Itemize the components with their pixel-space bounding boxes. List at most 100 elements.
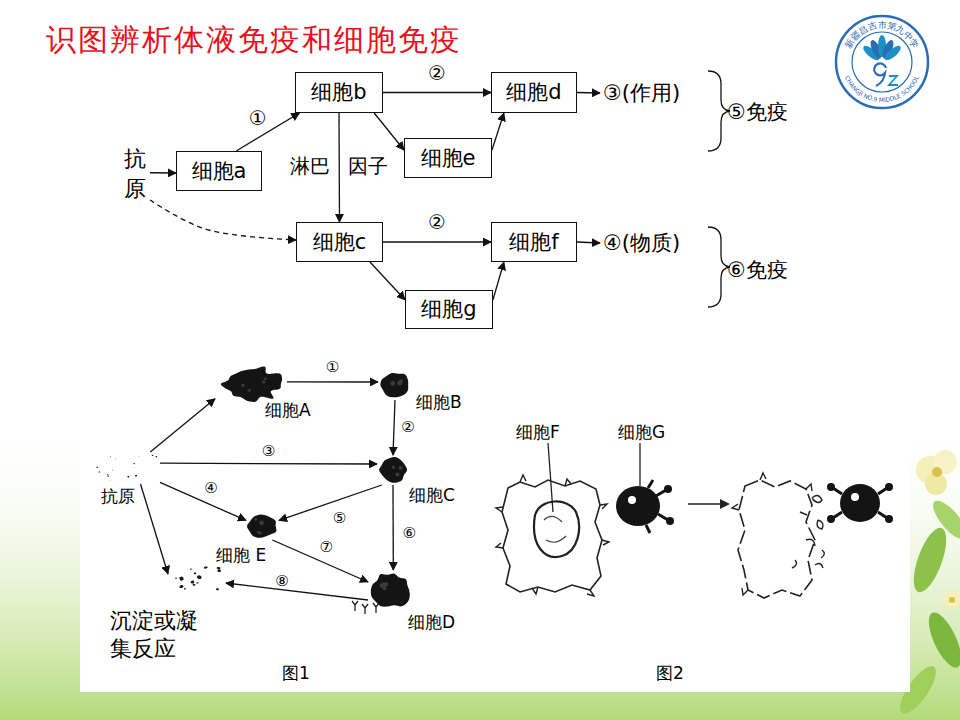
cell-texture — [241, 383, 244, 386]
flow-arrow — [160, 463, 377, 465]
particle — [134, 467, 136, 468]
step-number: ② — [428, 209, 446, 235]
flow-arrow — [577, 242, 600, 243]
figure-panel — [80, 349, 910, 692]
logo-mark — [874, 63, 886, 86]
particle — [112, 469, 113, 471]
cell-spikes — [732, 473, 812, 595]
process-arrow — [688, 503, 722, 504]
cell-texture — [262, 380, 265, 383]
particle — [217, 569, 221, 572]
particle — [184, 588, 186, 590]
cell-label: 细胞F — [516, 421, 560, 443]
cell-name: 细胞e — [421, 145, 476, 171]
step-number: ⑧ — [275, 572, 288, 592]
step-number: ⑥ — [402, 524, 415, 544]
braces — [708, 71, 730, 307]
particle — [133, 463, 135, 464]
effect-label: ③(作用) — [600, 78, 706, 108]
particle — [96, 466, 98, 467]
flow-arrow — [383, 92, 491, 93]
connectors — [141, 93, 601, 601]
particle — [101, 460, 102, 461]
leaf — [922, 608, 960, 672]
cell-drawing — [168, 565, 226, 595]
node-label: 细胞A — [265, 400, 311, 421]
flow-arrow — [383, 241, 491, 242]
cell-drawing — [377, 455, 409, 485]
cell-illustration: 细胞 E — [246, 512, 279, 540]
logo-inner-ring — [852, 32, 912, 92]
node-label: ④(物质) — [600, 230, 680, 256]
cell-knob — [885, 515, 893, 523]
cell-spikes — [496, 475, 609, 596]
slide-title: 识图辨析体液免疫和细胞免疫 — [46, 20, 462, 59]
step-number: ① — [249, 105, 267, 131]
particle — [111, 467, 113, 468]
cell-drawing — [215, 363, 287, 405]
nucleus — [534, 501, 579, 556]
reaction-illustration: 沉淀或凝集反应 — [168, 565, 226, 595]
figure-caption: 图2 — [656, 662, 684, 684]
cell-knob — [666, 517, 674, 525]
cell-illustration: 细胞D — [368, 570, 414, 610]
particle — [216, 588, 219, 590]
cell-texture — [399, 466, 403, 470]
cell-fragments — [792, 495, 824, 568]
step-number: ② — [428, 60, 446, 86]
particle — [193, 584, 196, 586]
cell-knob — [827, 483, 835, 491]
node-label: ③(作用) — [600, 80, 680, 106]
cell-body — [379, 457, 407, 483]
cell-highlight — [628, 496, 636, 504]
figure-caption: 图1 — [282, 662, 310, 684]
flower — [943, 591, 960, 609]
logo-mark — [889, 76, 898, 85]
logo-text: 新疆昌吉市第九中学 — [843, 20, 921, 50]
particle — [194, 572, 197, 574]
antigen-illustration: 抗原 — [95, 452, 160, 484]
flow-arrow — [236, 113, 299, 151]
flow-arrow — [150, 399, 215, 452]
nucleus-detail — [544, 516, 566, 542]
particle — [196, 582, 198, 583]
cell-name: 细胞g — [421, 296, 476, 322]
flow-arrow — [493, 262, 504, 300]
cell-body — [380, 373, 408, 397]
cell-texture — [384, 582, 389, 587]
flow-arrow — [141, 484, 169, 574]
cell-texture — [397, 381, 402, 386]
cell-drawing — [95, 452, 160, 484]
antigen-label: 抗 原 — [120, 143, 150, 205]
cell-box: 细胞c — [296, 222, 383, 262]
flow-arrow — [392, 485, 394, 570]
cell-box: 细胞a — [176, 151, 262, 191]
step-number: 淋巴 因子 — [290, 153, 388, 179]
particle — [138, 454, 139, 455]
cell-label: 细胞G — [618, 421, 665, 443]
particle — [109, 480, 110, 481]
cell-box: 细胞d — [491, 72, 577, 113]
flow-arrow — [374, 113, 404, 150]
flow-arrow — [226, 583, 368, 600]
cell-knob — [885, 483, 893, 491]
immunity-label: ⑥免疫 — [727, 257, 788, 284]
cell-illustration: 细胞C — [377, 455, 409, 485]
particle — [111, 471, 113, 472]
particle — [107, 475, 109, 476]
effector-cell — [616, 486, 660, 526]
flow-arrow — [393, 400, 395, 455]
particle — [99, 471, 101, 472]
cell-illustration: 细胞B — [378, 370, 412, 400]
step-number: ⑦ — [319, 538, 332, 558]
flow-arrow — [150, 172, 176, 174]
cell-texture — [390, 381, 395, 386]
school-logo: 新疆昌吉市第九中学CHANGJI NO.9 MIDDLE SCHOOL — [836, 16, 928, 108]
logo-ring — [836, 16, 928, 108]
cell-texture — [254, 518, 257, 521]
particle — [135, 475, 137, 477]
particle — [155, 456, 157, 457]
flow-arrow — [370, 262, 405, 300]
leader-line — [639, 443, 640, 486]
cell-box: 细胞f — [491, 222, 577, 262]
